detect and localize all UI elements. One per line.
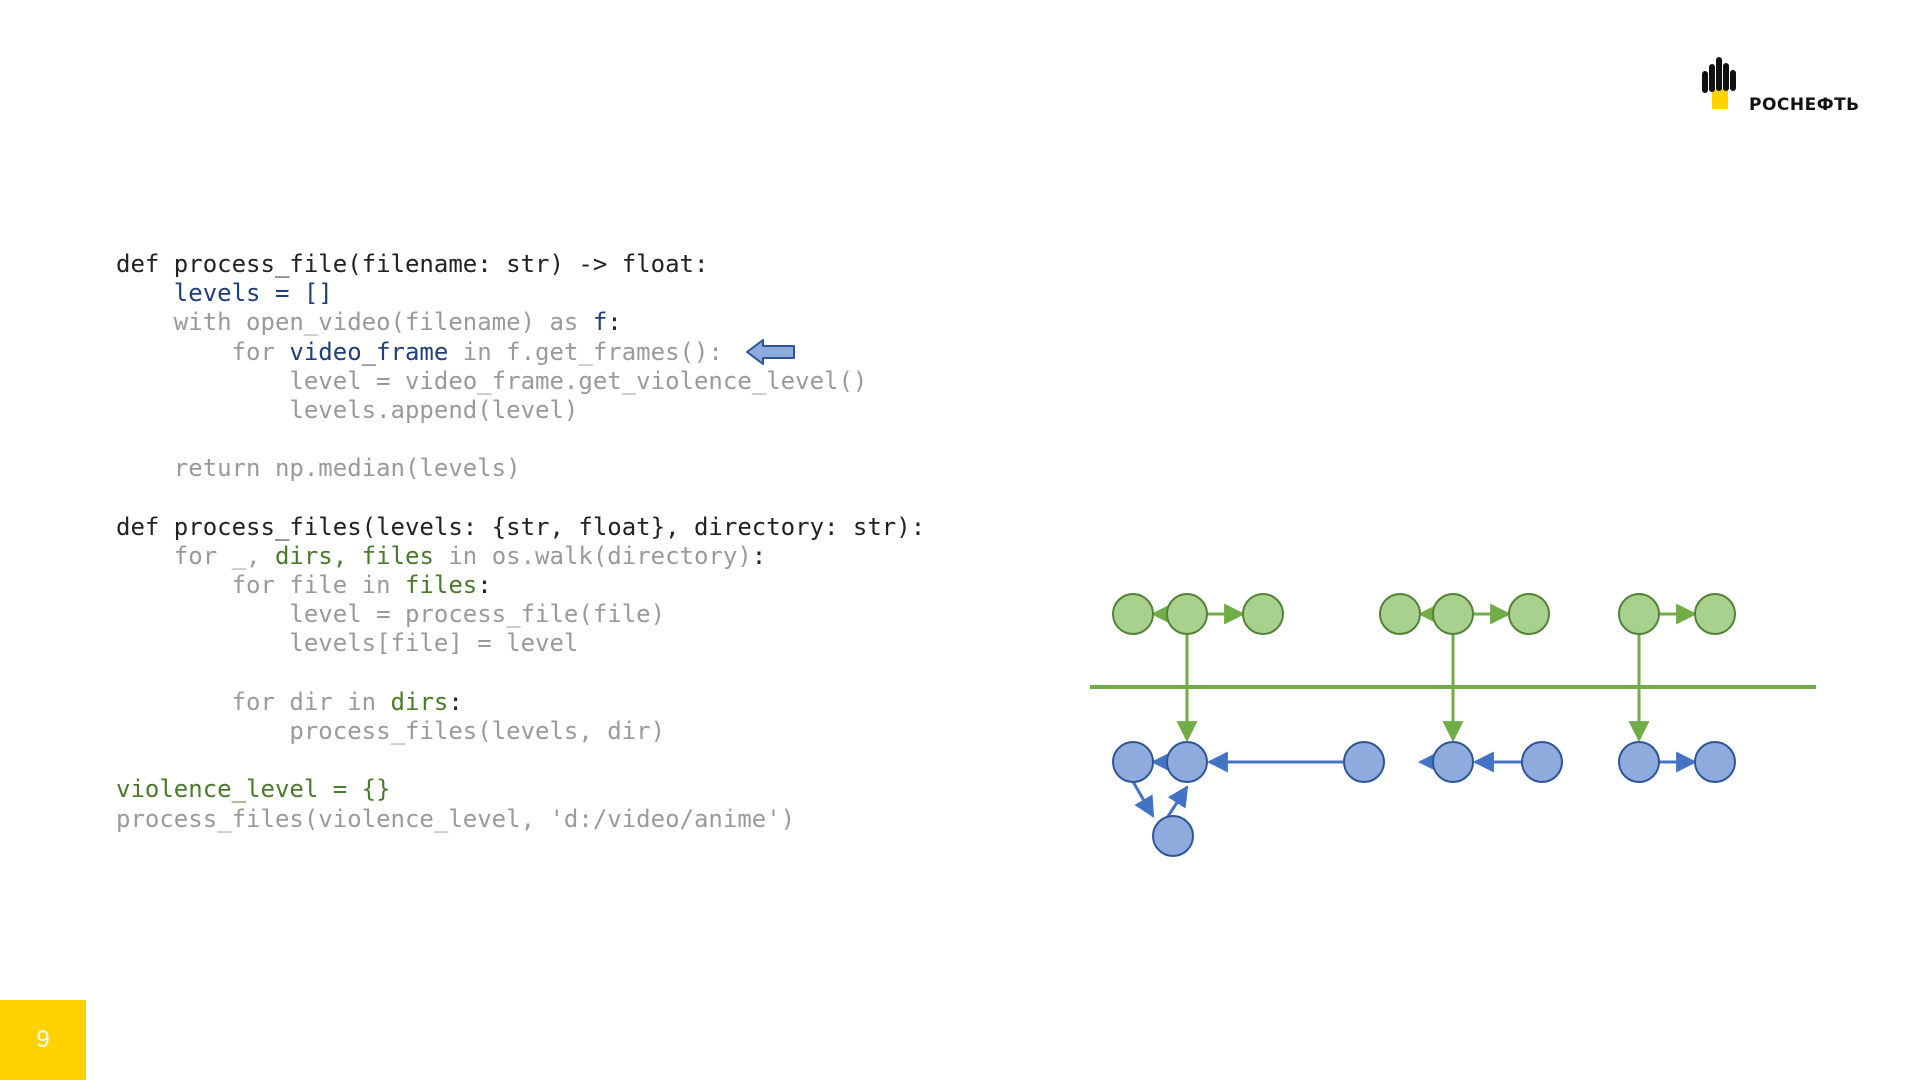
code-token: levels[file] = level [116,629,579,658]
code-token: in f.get_frames(): [448,337,723,366]
code-token: def process_file(filename: str) -> float… [116,250,709,278]
code-line: level = process_file(file) [116,600,925,629]
edge [1130,779,1155,818]
code-token: levels = [] [116,279,333,308]
graph-node [1432,593,1474,635]
code-line: for file in files: [116,571,925,600]
graph-node [1152,815,1194,857]
code-line [116,746,925,775]
rosneft-emblem-icon [1702,57,1736,109]
graph-diagram [1090,593,1816,857]
code-line: levels = [] [116,279,925,308]
code-token: : [448,687,463,716]
graph-node [1694,741,1736,783]
code-token: : [751,541,767,570]
code-line [116,425,925,454]
code-line: def process_files(levels: {str, float}, … [116,513,925,542]
code-line: return np.median(levels) [116,454,925,483]
code-token: violence_level = {} [116,775,391,804]
code-token: files [404,571,478,600]
graph-node [1694,593,1736,635]
page-number: 9 [0,1000,86,1080]
code-token: for file in [116,571,405,600]
graph-node [1618,593,1660,635]
logo-wordmark: РОСНЕФТЬ [1749,95,1860,115]
code-listing: def process_file(filename: str) -> float… [116,250,925,834]
code-line: level = video_frame.get_violence_level() [116,367,925,396]
code-token: : [477,571,492,600]
graph-node [1166,741,1208,783]
code-token: with open_video(filename) as [116,308,593,337]
code-token: for _, [116,541,275,570]
code-line: for dir in dirs: [116,688,925,717]
code-token: levels.append(level) [116,395,579,424]
code-token: video_frame [289,337,449,366]
code-line: levels[file] = level [116,629,925,658]
code-token: process_files(levels, dir) [116,717,666,745]
code-line: process_files(levels, dir) [116,717,925,746]
graph-node [1379,593,1421,635]
code-token: f [592,308,608,337]
graph-node [1112,593,1154,635]
code-token: for dir in [116,687,391,716]
left-arrow-icon [746,339,795,365]
edge [1163,785,1189,822]
code-line: def process_file(filename: str) -> float… [116,250,925,279]
graph-node [1166,593,1208,635]
code-line [116,659,925,688]
code-line: for video_frame in f.get_frames(): [116,338,925,367]
code-line: process_files(violence_level, 'd:/video/… [116,805,925,834]
graph-node [1618,741,1660,783]
code-token: : [607,308,622,337]
code-line: violence_level = {} [116,775,925,804]
code-token: for [116,337,290,366]
code-token: dirs [390,687,449,716]
code-line: with open_video(filename) as f: [116,308,925,337]
code-token: dirs, files [274,541,434,570]
code-line: levels.append(level) [116,396,925,425]
code-token: return np.median(levels) [116,454,521,483]
graph-node [1112,741,1154,783]
rosneft-logo: РОСНЕФТЬ [1700,55,1880,125]
graph-node [1242,593,1284,635]
graph-node [1432,741,1474,783]
code-token: def process_files(levels: {str, float}, … [116,512,926,541]
graph-node [1508,593,1550,635]
code-line: for _, dirs, files in os.walk(directory)… [116,542,925,571]
code-token: level = video_frame.get_violence_level() [116,366,868,395]
code-token: process_files(violence_level, 'd:/video/… [116,804,796,833]
code-line [116,484,925,513]
graph-node [1521,741,1563,783]
code-token: in os.walk(directory) [433,541,752,570]
graph-node [1343,741,1385,783]
code-token: level = process_file(file) [116,600,666,629]
